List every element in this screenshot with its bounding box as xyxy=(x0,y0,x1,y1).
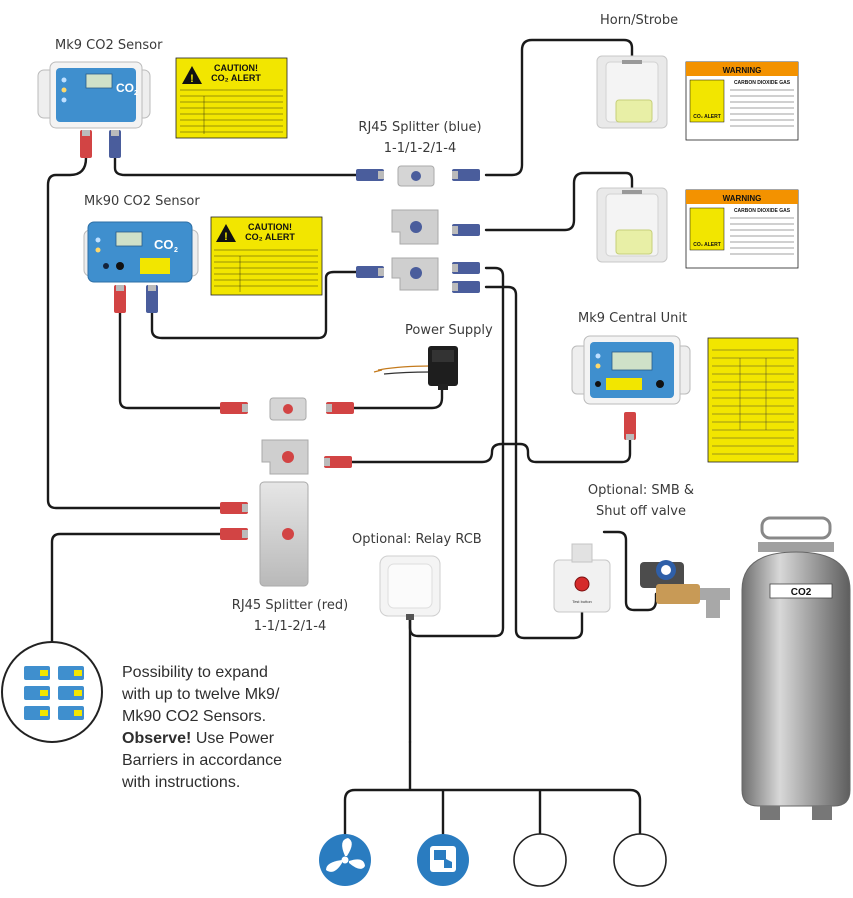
warning-2-alert: CO₂ ALERT xyxy=(693,242,721,248)
central-unit-label: Mk9 Central Unit xyxy=(578,311,688,326)
note-line-3: Mk90 CO2 Sensors. xyxy=(122,708,267,725)
caution-sign-1: ! CAUTION! CO₂ ALERT xyxy=(175,57,288,139)
push-button-icon xyxy=(430,846,456,872)
warning-sign-2: WARNING CO₂ ALERT CARBON DIOXIDE GAS xyxy=(685,189,799,269)
smb-label-line2: Shut off valve xyxy=(596,504,686,519)
rj45-plugs xyxy=(80,130,636,540)
rj45-splitter-blue xyxy=(391,165,439,291)
output-fan xyxy=(319,834,371,886)
output-empty-2 xyxy=(613,833,667,887)
wire-horn2 xyxy=(484,171,634,232)
output-push-button xyxy=(417,834,469,886)
wire-horn1 xyxy=(484,38,634,177)
note-line-4-rest: Use Power xyxy=(191,730,275,747)
wire-tree xyxy=(343,740,642,842)
output-empty-1 xyxy=(513,833,567,887)
wire-expand xyxy=(50,532,234,652)
note-observe: Observe! xyxy=(122,730,192,747)
warning-1-alert: CO₂ ALERT xyxy=(693,114,721,120)
note-line-1: Possibility to expand xyxy=(122,664,268,681)
mk9-co2-sub: 2 xyxy=(134,90,138,97)
power-leads xyxy=(373,365,431,375)
smb-test-button-text: Test button xyxy=(572,599,592,604)
splitter-red-label: RJ45 Splitter (red) xyxy=(231,598,349,613)
expansion-note: Possibility to expand with up to twelve … xyxy=(122,662,332,794)
caution-2-title1: CAUTION! xyxy=(248,222,292,232)
caution-1-title2: CO₂ ALERT xyxy=(211,73,261,83)
note-line-5: Barriers in accordance xyxy=(122,752,283,769)
caution-sign-2: ! CAUTION! CO₂ ALERT xyxy=(210,216,323,296)
warning-1-subtitle: CARBON DIOXIDE GAS xyxy=(734,80,791,86)
warning-1-title: WARNING xyxy=(723,66,762,75)
note-line-4: Observe! Use Power xyxy=(122,728,332,750)
fan-icon xyxy=(326,838,365,872)
note-line-6: with instructions. xyxy=(122,774,241,791)
relay-label: Optional: Relay RCB xyxy=(352,532,482,547)
warning-2-subtitle: CARBON DIOXIDE GAS xyxy=(734,208,791,214)
wire-mk90-red xyxy=(118,310,224,410)
mk9-sensor-label: Mk9 CO2 Sensor xyxy=(55,38,163,53)
wire-central xyxy=(350,438,632,464)
mk9-central-unit xyxy=(571,335,691,405)
power-supply-label: Power Supply xyxy=(405,323,493,338)
wire-mk9-red xyxy=(46,156,234,510)
wires xyxy=(46,38,658,842)
caution-2-title2: CO₂ ALERT xyxy=(245,232,295,242)
warning-sign-1: WARNING CO₂ ALERT CARBON DIOXIDE GAS xyxy=(685,61,799,141)
mk90-sensor: CO 2 xyxy=(83,221,199,283)
mk90-sensor-label: Mk90 CO2 Sensor xyxy=(84,194,200,209)
wire-smb-top xyxy=(484,285,584,640)
horn-strobe-1 xyxy=(596,55,668,129)
splitter-red-ratio: 1-1/1-2/1-4 xyxy=(253,619,327,634)
mk9-sensor: CO 2 xyxy=(37,61,151,129)
relay-rcb xyxy=(379,555,441,620)
wire-mk90-blue xyxy=(150,270,362,340)
relay-system-sheet xyxy=(707,337,799,463)
co2-cylinder: CO2 xyxy=(741,516,851,820)
power-supply xyxy=(428,346,458,390)
splitter-blue-label: RJ45 Splitter (blue) xyxy=(358,120,482,135)
mk90-co2-sub: 2 xyxy=(174,247,178,254)
splitter-blue-ratio: 1-1/1-2/1-4 xyxy=(383,141,457,156)
mk90-co2-text: CO xyxy=(154,237,174,252)
warning-2-title: WARNING xyxy=(723,194,762,203)
wire-power xyxy=(352,378,444,410)
mk9-co2-text: CO xyxy=(116,81,134,95)
smb-label-line1: Optional: SMB & xyxy=(587,483,695,498)
cylinder-label: CO2 xyxy=(791,587,812,598)
expansion-sensors-circle xyxy=(1,641,103,743)
wire-valve xyxy=(602,530,658,612)
shutoff-valve xyxy=(640,560,730,618)
horn-strobe-label: Horn/Strobe xyxy=(600,13,679,28)
wire-relay-top xyxy=(408,266,505,638)
svg-text:!: ! xyxy=(224,231,228,243)
wire-mk9-blue xyxy=(113,156,362,177)
horn-strobe-2 xyxy=(596,187,668,263)
rj45-splitter-red xyxy=(259,397,309,587)
svg-text:!: ! xyxy=(190,73,194,85)
caution-1-title1: CAUTION! xyxy=(214,63,258,73)
note-line-2: with up to twelve Mk9/ xyxy=(122,686,280,703)
smb-unit: Test button xyxy=(553,543,611,613)
